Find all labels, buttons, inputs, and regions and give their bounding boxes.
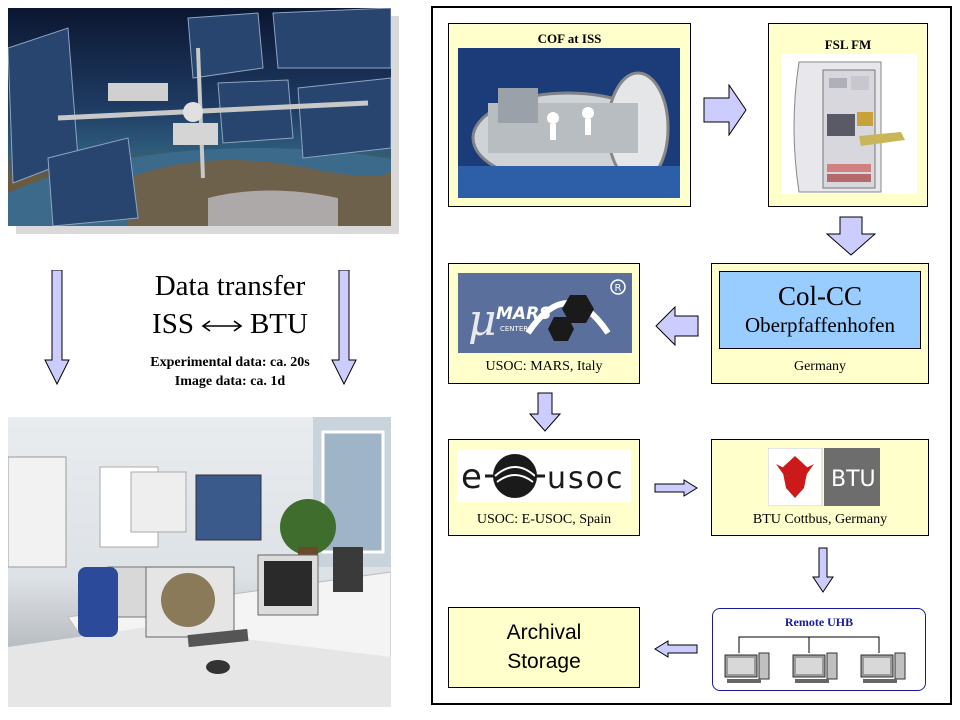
lab-illustration — [8, 417, 391, 707]
colcc-box: Col-CC Oberpfaffenhofen Germany — [711, 263, 929, 384]
transfer-to: BTU — [249, 308, 308, 340]
colcc-title: Col-CC — [777, 281, 863, 311]
archive-line-2: Storage — [507, 650, 581, 673]
down-arrow-left — [44, 270, 70, 386]
lab-photo — [8, 417, 391, 707]
archive-label: Archival Storage — [449, 618, 639, 676]
image-data-note: Image data: ca. 1d — [174, 374, 286, 389]
svg-text:e: e — [461, 457, 482, 497]
computer-2 — [792, 652, 838, 683]
colcc-location: Germany — [793, 359, 847, 374]
mars-box: μ MARS CENTER R USOC: MARS, Italy — [448, 263, 640, 384]
transfer-timing: Experimental data: ca. 20s Image data: c… — [80, 353, 380, 391]
remote-uhb-box: Remote UHB — [712, 608, 926, 691]
remote-uhb-title: Remote UHB — [784, 615, 854, 629]
arrow-colcc-to-mars — [655, 306, 699, 346]
eusoc-logo: e usoc — [457, 450, 631, 502]
svg-text:usoc: usoc — [547, 461, 625, 496]
btu-logo: BTU — [768, 448, 880, 506]
computer-1 — [724, 652, 770, 683]
flow-panel — [431, 6, 952, 705]
mars-logo-icon: μ MARS CENTER R — [468, 279, 626, 346]
network-computers-icon — [724, 636, 906, 683]
archive-line-1: Archival — [506, 621, 582, 644]
cof-module-image — [458, 48, 680, 198]
computer-3 — [860, 652, 906, 683]
colcc-label-block: Col-CC Oberpfaffenhofen — [719, 271, 921, 349]
arrow-mars-to-eusoc — [529, 392, 561, 432]
transfer-from: ISS — [152, 308, 194, 340]
mars-location: USOC: MARS, Italy — [485, 359, 603, 374]
double-arrow-icon — [201, 320, 243, 332]
eusoc-location: USOC: E-USOC, Spain — [476, 512, 612, 527]
btu-box: BTU BTU Cottbus, Germany — [711, 439, 929, 536]
mars-logo: μ MARS CENTER R — [458, 273, 632, 353]
arrow-eusoc-to-btu — [654, 479, 698, 497]
fsl-box: FSL FM — [768, 23, 928, 207]
fsl-title: FSL FM — [824, 37, 872, 52]
arrow-remote-to-archive — [654, 640, 698, 658]
cof-title: COF at ISS — [537, 31, 602, 46]
eusoc-box: e usoc USOC: E-USOC, Spain — [448, 439, 640, 536]
btu-logo-text: BTU — [831, 467, 876, 492]
arrow-fsl-to-colcc — [826, 216, 876, 256]
arrow-btu-to-remote — [812, 547, 834, 593]
experimental-data-note: Experimental data: ca. 20s — [150, 355, 310, 370]
iss-illustration — [8, 8, 391, 226]
archive-box: Archival Storage — [448, 607, 640, 688]
svg-text:R: R — [615, 283, 622, 294]
transfer-endpoints: ISS BTU — [95, 306, 365, 342]
colcc-subtitle: Oberpfaffenhofen — [744, 313, 896, 337]
eusoc-logo-icon: e usoc — [461, 454, 625, 498]
svg-text:μ: μ — [468, 295, 497, 346]
down-arrow-right — [331, 270, 357, 386]
cof-box: COF at ISS — [448, 23, 691, 207]
btu-location: BTU Cottbus, Germany — [752, 512, 888, 527]
mars-logo-sub: CENTER — [500, 325, 528, 333]
iss-photo — [8, 8, 391, 226]
arrow-cof-to-fsl — [703, 84, 747, 136]
transfer-title: Data transfer — [154, 270, 306, 302]
fsl-rack-image — [781, 54, 917, 194]
